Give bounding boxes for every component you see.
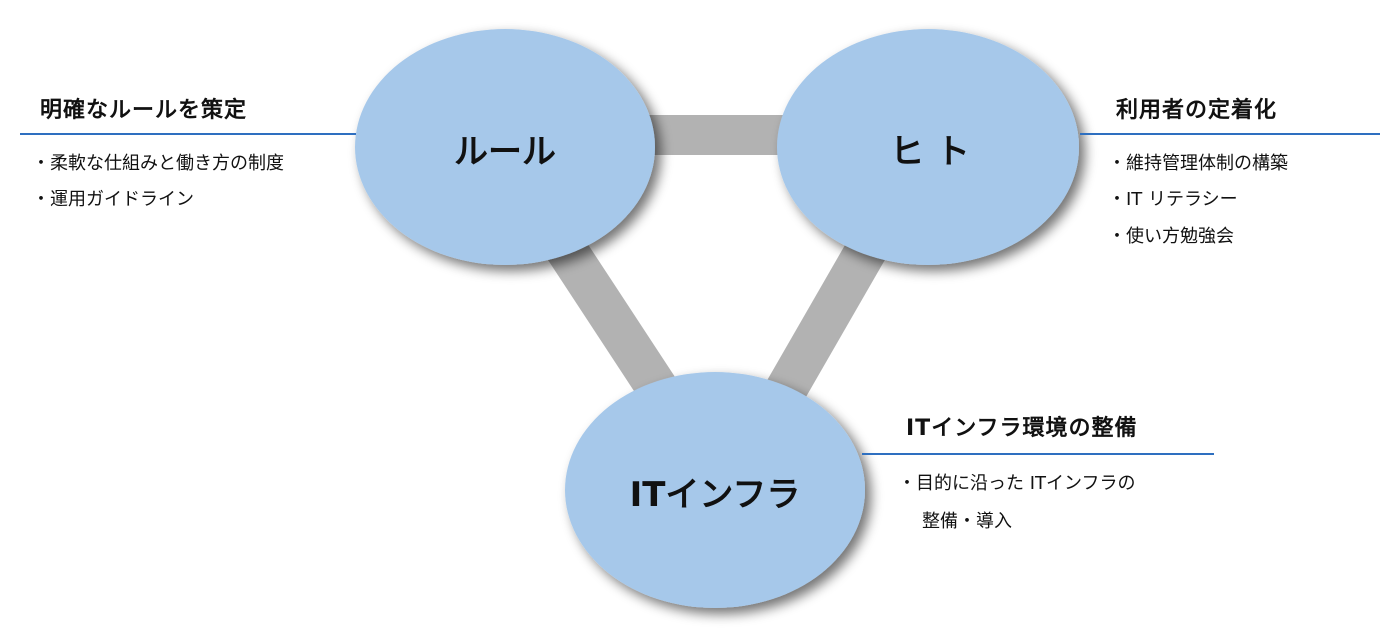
people-divider [1080, 133, 1380, 135]
it-item: ・目的に沿った ITインフラの [898, 473, 1136, 494]
rule-heading: 明確なルールを策定 [40, 98, 248, 123]
node-it-label: ITインフラ [629, 475, 801, 515]
rule-item: ・柔軟な仕組みと働き方の制度 [32, 153, 284, 174]
connector-right [761, 224, 894, 411]
node-rule-label: ルール [454, 132, 556, 172]
it-heading: ITインフラ環境の整備 [906, 416, 1138, 441]
rule-item: ・運用ガイドライン [32, 189, 194, 210]
node-it-circle [565, 372, 865, 608]
it-item: 整備・導入 [922, 511, 1012, 532]
connector-left [542, 228, 683, 412]
node-people-circle [777, 29, 1079, 265]
people-item: ・使い方勉強会 [1108, 226, 1234, 247]
people-item: ・維持管理体制の構築 [1108, 153, 1288, 174]
rule-divider [20, 133, 356, 135]
node-people-label: ヒ ト [890, 132, 970, 172]
connector-top [640, 115, 800, 155]
node-rule-circle [355, 29, 655, 265]
people-heading: 利用者の定着化 [1116, 98, 1278, 123]
people-item: ・IT リテラシー [1108, 189, 1238, 210]
it-divider [862, 453, 1214, 455]
